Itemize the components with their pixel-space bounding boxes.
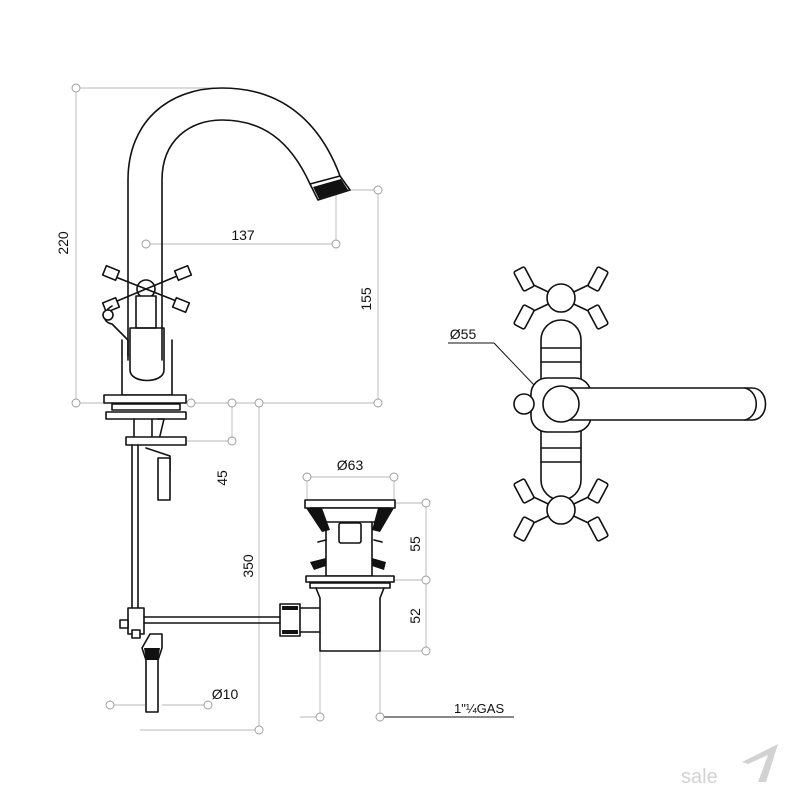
waste-drain bbox=[279, 499, 396, 652]
waste-thread-label: 1"¼GAS bbox=[454, 701, 504, 716]
dimension-diameter-63: Ø63 bbox=[337, 457, 364, 473]
brand-logo-text: sale bbox=[681, 766, 718, 788]
dimension-52: 52 bbox=[407, 608, 423, 624]
dimension-220: 220 bbox=[55, 231, 71, 255]
faucet-side-view bbox=[101, 87, 351, 713]
dimension-137: 137 bbox=[231, 227, 255, 243]
brand-logo: sale bbox=[681, 744, 778, 788]
dimension-diameter-55: Ø55 bbox=[450, 326, 477, 342]
dimension-155: 155 bbox=[358, 287, 374, 311]
dimension-55-waste: 55 bbox=[407, 536, 423, 552]
dimension-diameter-10: Ø10 bbox=[212, 686, 239, 702]
dimension-labels: 220 137 155 Ø55 45 Ø63 55 52 350 Ø10 1"¼… bbox=[55, 227, 504, 716]
brand-logo-mark bbox=[742, 744, 778, 782]
dimension-45: 45 bbox=[214, 470, 230, 486]
faucet-top-view bbox=[513, 266, 767, 542]
dimension-350: 350 bbox=[240, 554, 256, 578]
